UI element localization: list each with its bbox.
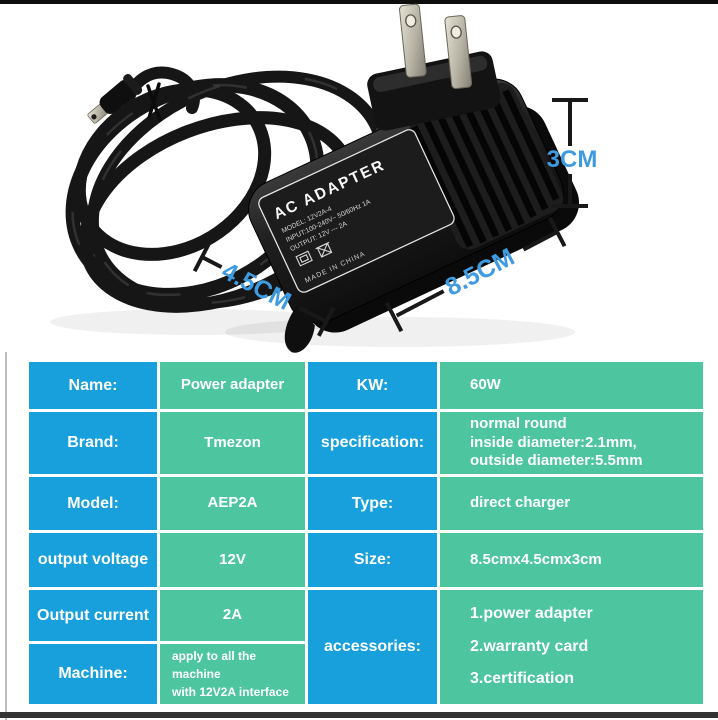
table-label-output-voltage: output voltage [29, 533, 157, 587]
spec-table: Name: Power adapter KW: 60W Brand: Tmezo… [29, 362, 703, 704]
bottom-bar [0, 712, 718, 718]
table-value-brand: Tmezon [160, 412, 305, 474]
table-label-output-current: Output current [29, 590, 157, 641]
plug-prong-right [444, 15, 473, 89]
dimension-height: 3CM [547, 98, 598, 208]
table-label-name: Name: [29, 362, 157, 409]
table-value-specification: normal round inside diameter:2.1mm, outs… [440, 412, 703, 474]
cable-strain-relief [284, 307, 315, 353]
prong-hole [405, 14, 417, 28]
cable-tie [146, 82, 162, 122]
table-value-machine: apply to all the machine with 12V2A inte… [160, 644, 305, 704]
table-label-brand: Brand: [29, 412, 157, 474]
left-border-line [5, 352, 7, 720]
table-label-accessories: accessories: [308, 590, 437, 704]
prong-hole [450, 25, 462, 39]
table-value-name: Power adapter [160, 362, 305, 409]
table-label-machine: Machine: [29, 644, 157, 704]
side-ribs [411, 89, 560, 248]
table-label-size: Size: [308, 533, 437, 587]
shadow [50, 309, 340, 335]
table-value-output-voltage: 12V [160, 533, 305, 587]
table-label-model: Model: [29, 477, 157, 530]
dimension-height-label: 3CM [547, 146, 598, 173]
adapter-label: AC ADAPTER MODEL: 12V2A-4 INPUT:100-240V… [258, 129, 455, 293]
table-label-specification: specification: [308, 412, 437, 474]
table-value-size: 8.5cmx4.5cmx3cm [440, 533, 703, 587]
plug-prong-left [399, 3, 427, 78]
table-value-accessories: 1.power adapter 2.warranty card 3.certif… [440, 590, 703, 704]
adapter-body: AC ADAPTER MODEL: 12V2A-4 INPUT:100-240V… [248, 78, 580, 353]
table-label-type: Type: [308, 477, 437, 530]
table-value-type: direct charger [440, 477, 703, 530]
top-strip [0, 0, 718, 4]
table-value-kw: 60W [440, 362, 703, 409]
table-value-output-current: 2A [160, 590, 305, 641]
class-ii-icon [295, 250, 313, 267]
dc-barrel-connector [87, 73, 143, 124]
table-label-kw: KW: [308, 362, 437, 409]
product-photo: AC ADAPTER MODEL: 12V2A-4 INPUT:100-240V… [50, 3, 598, 353]
weee-bin-icon [315, 241, 333, 258]
table-value-model: AEP2A [160, 477, 305, 530]
